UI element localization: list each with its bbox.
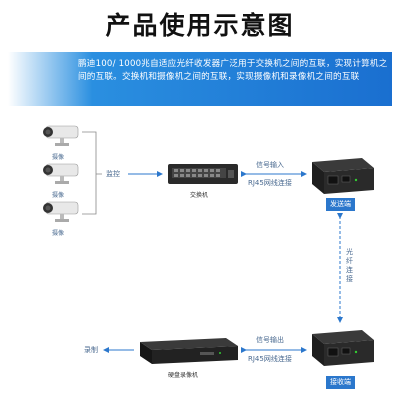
receiver-label: 接收端 [326,376,355,389]
rj45-bottom-label: RJ45网线连接 [248,355,292,363]
recording-text: 录制 [84,346,98,354]
transceiver-icon [312,158,374,194]
camera-icon [43,201,79,222]
camera-label: 摄像 [52,154,65,161]
sender-label: 发送端 [326,198,355,211]
camera-label: 摄像 [52,192,65,199]
rj45-top-label: RJ45网线连接 [248,179,292,187]
nvr-caption: 硬盘录像机 [168,372,199,379]
transceiver-icon [312,330,374,366]
switch-caption: 交换机 [190,192,209,199]
signal-in-label: 信号输入 [256,161,284,169]
camera-label: 摄像 [52,230,65,237]
page-title: 产品使用示意图 [105,11,295,40]
banner-text: 鹏迪100/ 1000兆自适应光纤收发器广泛用于交换机之间的互联，实现计算机之间… [78,59,388,82]
monitor-text: 监控 [106,170,120,178]
fiber-connect-label: 光 纤 连 接 [346,248,353,283]
camera-icon [43,163,79,184]
signal-out-label: 信号输出 [256,336,284,344]
intro-banner: 鹏迪100/ 1000兆自适应光纤收发器广泛用于交换机之间的互联，实现计算机之间… [8,52,392,106]
nvr-icon [140,338,238,364]
switch-icon [168,164,238,184]
camera-bracket [82,131,102,215]
camera-icon [43,125,79,146]
